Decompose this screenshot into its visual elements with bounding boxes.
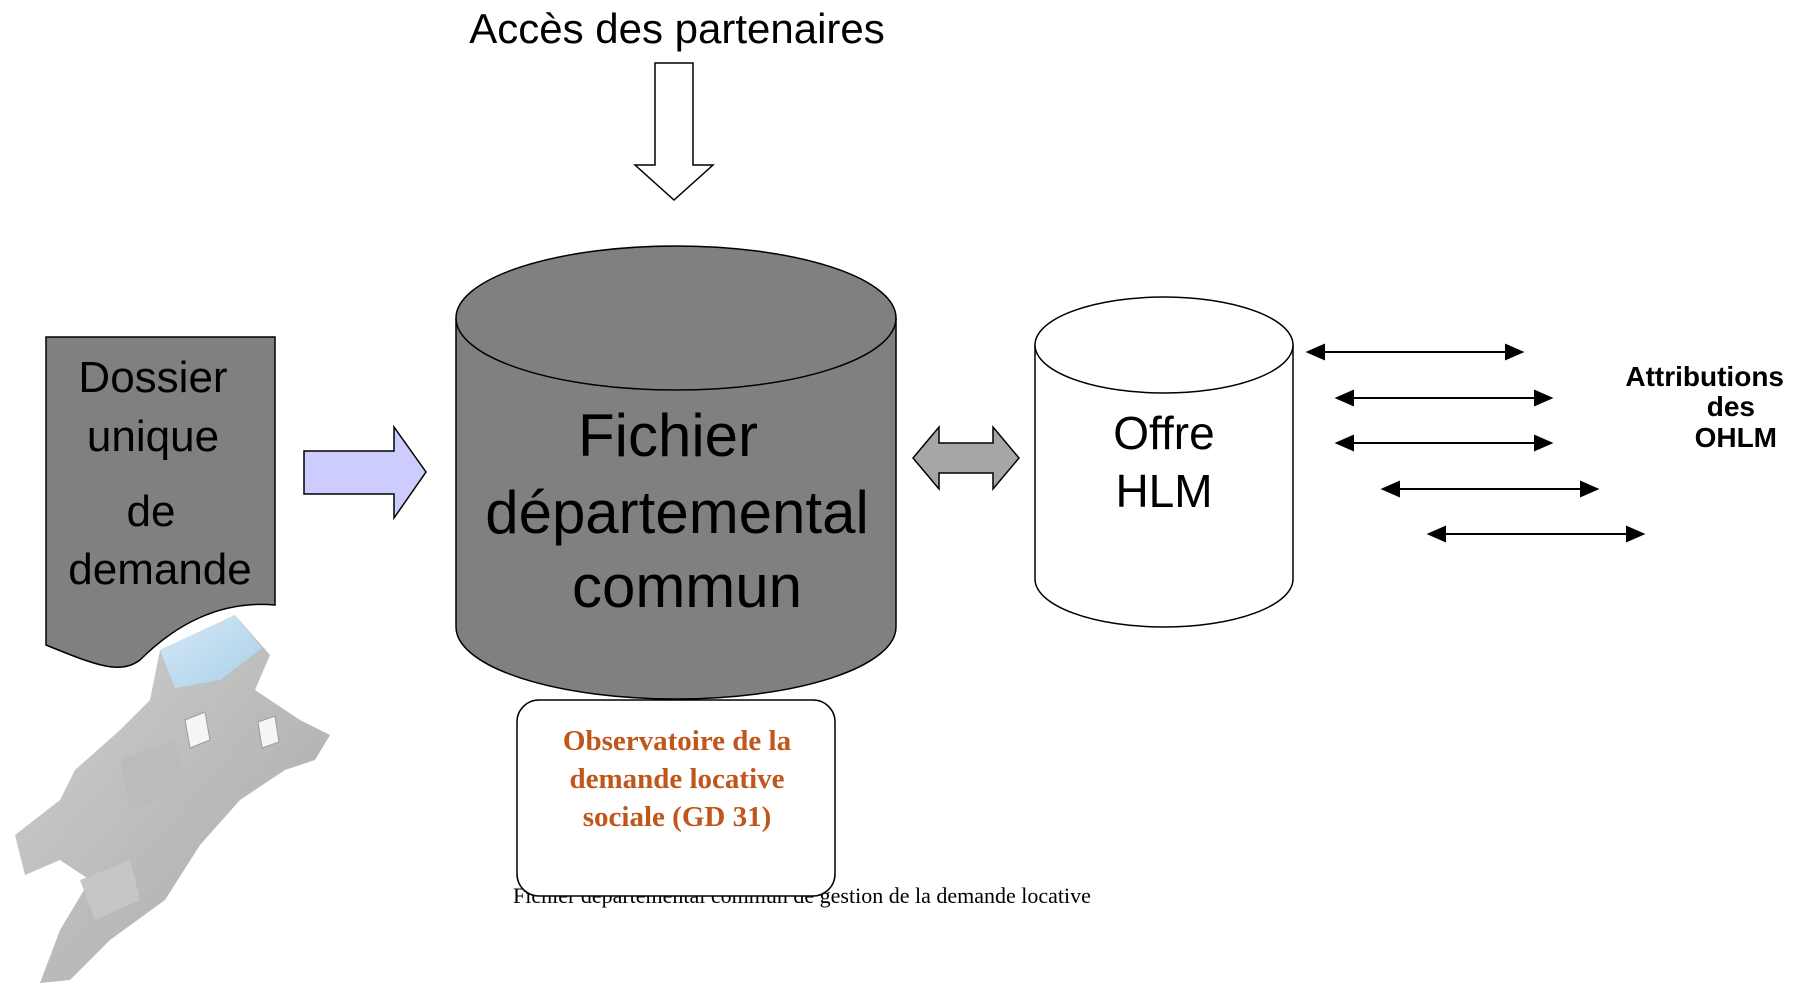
house-illustration: [15, 615, 330, 983]
dossier-line-1: Dossier: [78, 353, 227, 402]
fichier-line-2: départemental: [485, 479, 869, 546]
offre-line-2: HLM: [1115, 465, 1212, 517]
attribution-arrow: [1334, 389, 1554, 407]
dossier-line-2: unique: [87, 412, 219, 461]
attribution-arrow: [1380, 480, 1600, 498]
observatoire-box: [516, 699, 836, 897]
dossier-line-3: de: [127, 487, 176, 536]
partners-label: Accès des partenaires: [469, 5, 885, 52]
attribution-arrows: [1305, 343, 1646, 543]
attribution-arrow: [1426, 525, 1646, 543]
dossier-line-4: demande: [68, 545, 251, 594]
offre-cylinder: [1034, 296, 1294, 628]
observatoire-line-1: Observatoire de la: [563, 725, 792, 757]
fichier-cylinder: [455, 245, 897, 700]
observatoire-line-2: demande locative: [569, 763, 784, 795]
fichier-line-1: Fichier: [578, 402, 758, 469]
dossier-document-shape: [45, 336, 276, 668]
fichier-line-3: commun: [572, 553, 802, 620]
fichier-offre-exchange-arrow: [912, 424, 1020, 492]
observatoire-line-3: sociale (GD 31): [583, 801, 771, 833]
offre-line-1: Offre: [1113, 407, 1214, 459]
attributions-line-2: des: [1707, 391, 1755, 422]
partners-down-arrow: [633, 62, 715, 202]
attributions-line-3: OHLM: [1695, 422, 1777, 453]
attribution-arrow: [1305, 343, 1525, 361]
attributions-line-1: Attributions: [1625, 361, 1784, 392]
dossier-to-fichier-arrow: [303, 424, 427, 521]
attribution-arrow: [1334, 434, 1554, 452]
